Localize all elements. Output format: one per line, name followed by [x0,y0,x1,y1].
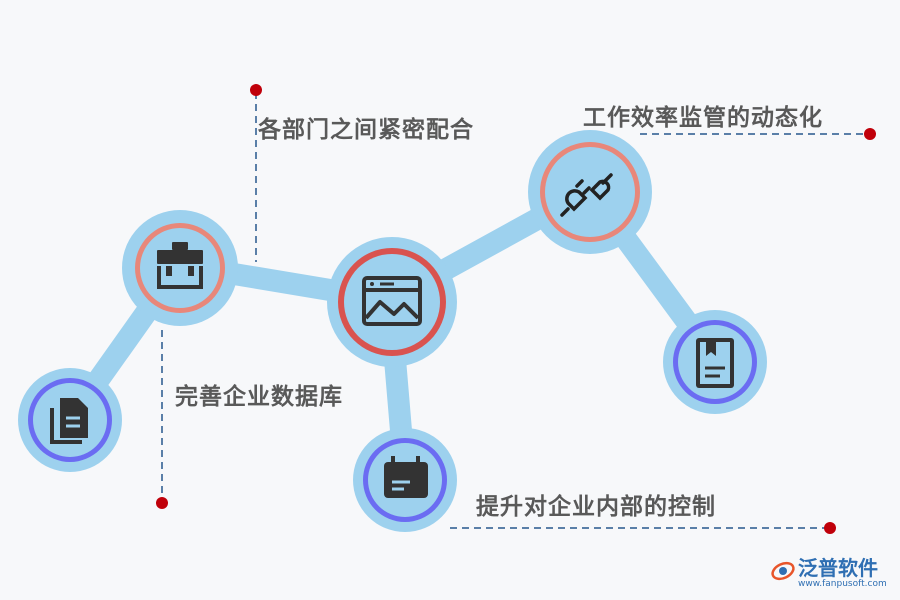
dot-coordination [250,84,262,96]
node-image [327,237,457,367]
label-dynamic-supervision: 工作效率监管的动态化 [583,105,823,131]
leader-lines [161,92,868,529]
node-book [663,310,767,414]
logo-name: 泛普软件 [798,556,878,580]
node-documents [18,368,122,472]
logo-url: www.fanpusoft.com [798,579,887,589]
node-calendar [353,428,457,532]
label-coordination: 各部门之间紧密配合 [258,117,474,143]
label-internal-control: 提升对企业内部的控制 [476,494,716,520]
documents-icon [50,398,88,444]
node-plug [528,130,652,254]
calendar-icon [384,456,428,498]
dot-internal [824,522,836,534]
dot-dynamic [864,128,876,140]
logo-emblem-icon [771,561,795,581]
dot-database [156,497,168,509]
plug-icon [560,173,613,217]
label-database: 完善企业数据库 [175,384,343,410]
leader-dots [156,84,876,534]
toolbox-icon [157,242,203,289]
node-toolbox [122,210,238,326]
image-chart-icon [362,276,422,326]
brand-logo: 泛普软件 www.fanpusoft.com [770,552,892,596]
bookmark-book-icon [696,338,734,388]
